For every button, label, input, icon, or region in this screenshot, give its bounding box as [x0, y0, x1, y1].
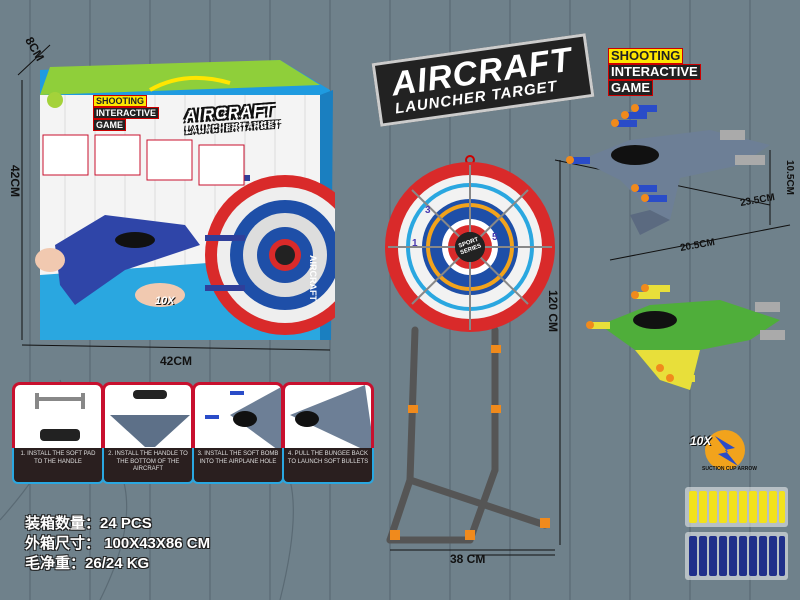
step-2-caption: 2. INSTALL THE HANDLE TO THE BOTTOM OF T… [102, 448, 194, 484]
ring-number-5: 5 [492, 232, 498, 243]
product-box: SHOOTING INTERACTIVE GAME AIRCRAFT LAUNC… [35, 55, 365, 345]
spec-carton-size: 外箱尺寸： 100X43X86 CM [25, 535, 211, 552]
step-3-caption: 3. INSTALL THE SOFT BOMB INTO THE AIRPLA… [192, 448, 284, 484]
green-plane [586, 284, 785, 390]
spec-gross-net-weight: 毛净重：26/24 KG [25, 555, 150, 572]
step-4-caption: 4. PULL THE BUNGEE BACK TO LAUNCH SOFT B… [282, 448, 374, 484]
box-height-label: 42CM [8, 165, 22, 198]
main-tagline: SHOOTING INTERACTIVE GAME [608, 48, 701, 96]
box-side-label: AIRCRAFT [308, 255, 318, 301]
ring-number-1: 1 [412, 238, 418, 249]
step-1-caption: 1. INSTALL THE SOFT PAD TO THE HANDLE [12, 448, 104, 484]
target-height-label: 120 CM [546, 290, 560, 333]
target-width-label: 38 CM [450, 552, 486, 566]
box-width-label: 42CM [160, 354, 193, 368]
grey-plane [566, 104, 770, 235]
target-stand [385, 155, 555, 544]
box-badge: 10X [155, 295, 175, 307]
plane-height-label: 10.5CM [784, 160, 795, 196]
ring-number-3: 3 [425, 205, 431, 216]
box-illustration [35, 60, 365, 340]
yellow-dart-pack [685, 487, 788, 527]
spec-packing-quantity: 装箱数量：24 PCS [25, 515, 152, 532]
suction-arrow-badge: 10X SUCTION CUP ARROW [690, 428, 757, 478]
box-tagline: SHOOTING INTERACTIVE GAME [93, 95, 160, 131]
blue-dart-pack [685, 532, 788, 580]
